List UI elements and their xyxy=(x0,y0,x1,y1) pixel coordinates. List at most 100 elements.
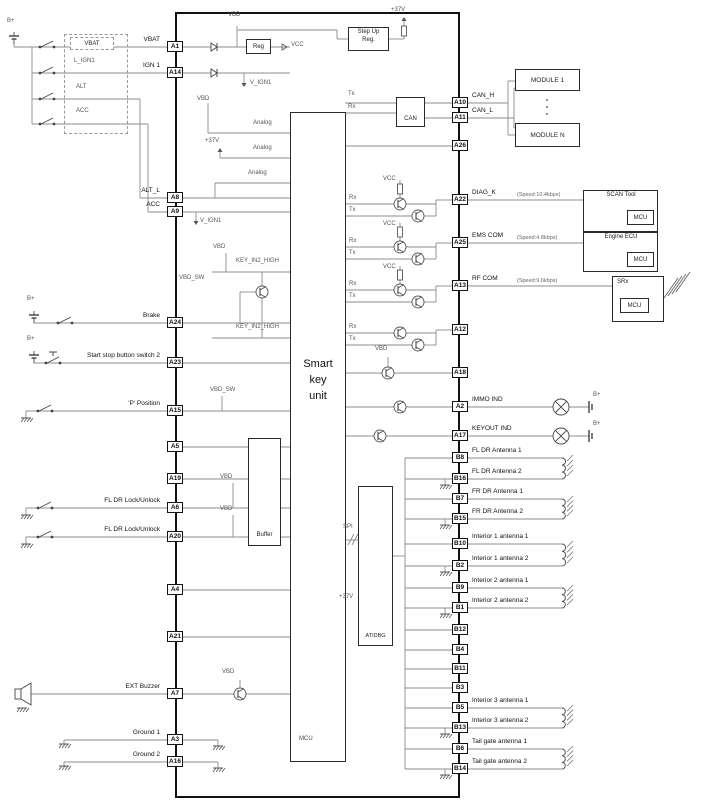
rx-label: Rx xyxy=(348,104,356,110)
scan-tool-label: SCAN Tool xyxy=(606,192,636,198)
analog-label: Analog xyxy=(253,120,272,126)
mcu-box: MCU xyxy=(627,210,654,225)
module-n-box: MODULE N xyxy=(515,123,580,147)
ground-icon xyxy=(439,571,453,577)
pin-B3: B3 xyxy=(452,682,468,693)
alt-label: ALT xyxy=(76,84,87,90)
srx-label: SRx xyxy=(617,279,629,285)
pin-B7: B7 xyxy=(452,493,468,504)
b-plus-label: B+ xyxy=(593,421,601,427)
pin-label-A7: EXT Buzzer xyxy=(125,683,160,690)
unit-mcu-label: MCU xyxy=(299,736,313,742)
transistor-icon xyxy=(393,283,407,297)
pin-A5: A5 xyxy=(167,441,183,452)
can-transceiver-box xyxy=(396,97,425,127)
pin-label-A8: ALT_L xyxy=(141,187,160,194)
pin-A25: A25 xyxy=(452,237,468,248)
step-up-label-1: Step Up xyxy=(357,29,380,35)
vbd-label: VBD xyxy=(213,244,226,250)
resistor-icon xyxy=(397,226,403,238)
vcc-label: VCC xyxy=(291,42,304,48)
l-ign1-label: L_IGN1 xyxy=(74,58,95,64)
speed-label-A13: (Speed:9.6kbps) xyxy=(517,278,558,284)
pin-A23: A23 xyxy=(167,357,183,368)
pin-B8: B8 xyxy=(452,452,468,463)
pin-A16: A16 xyxy=(167,756,183,767)
resistor-icon xyxy=(397,269,403,281)
switch-icon xyxy=(38,40,56,49)
antenna-coil-icon xyxy=(561,704,574,729)
pin-label-B9: Interior 2 antenna 1 xyxy=(472,577,529,584)
pin-label-A9: ACC xyxy=(146,201,160,208)
antenna-driver-label: ATIDBG xyxy=(365,633,386,639)
pin-label-B2: Interior 1 antenna 2 xyxy=(472,555,529,562)
ground-icon xyxy=(20,543,34,549)
transistor-icon xyxy=(233,687,247,701)
pin-A19: A19 xyxy=(167,473,183,484)
vbd-label: VBD xyxy=(220,506,233,512)
smart-key-unit-box xyxy=(290,112,346,762)
ground-icon xyxy=(20,514,34,520)
pin-A9: A9 xyxy=(167,206,183,217)
pin-label-B14: Tail gate antenna 2 xyxy=(472,758,527,765)
pin-A10: A10 xyxy=(452,97,468,108)
ground-icon xyxy=(439,613,453,619)
plus37v-label: +37V xyxy=(391,7,406,13)
transistor-icon xyxy=(411,209,425,223)
transistor-icon xyxy=(393,400,407,414)
pin-label-B1: Interior 2 antenna 2 xyxy=(472,597,529,604)
ground-icon xyxy=(58,765,72,771)
vbd-label: VBD xyxy=(220,474,233,480)
plus37v-label: +37V xyxy=(205,138,220,144)
pin-A24: A24 xyxy=(167,317,183,328)
pin-label-A10: CAN_H xyxy=(472,92,495,99)
pin-label-A6: FL DR Lock/Unlock xyxy=(104,497,160,504)
b-plus-label: B+ xyxy=(27,336,35,342)
vbd-label: VBD xyxy=(228,12,241,18)
unit-title-line: key xyxy=(309,374,327,386)
mcu-box: MCU xyxy=(627,252,654,267)
pin-A15: A15 xyxy=(167,405,183,416)
pin-label-B8: FL DR Antenna 1 xyxy=(472,447,522,454)
speaker-icon xyxy=(14,682,32,706)
rx-label: Rx xyxy=(349,238,357,244)
analog-label: Analog xyxy=(253,145,272,151)
antenna-coil-icon xyxy=(561,540,574,567)
pin-A3: A3 xyxy=(167,734,183,745)
pin-A17: A17 xyxy=(452,430,468,441)
plus37v-label: +37V xyxy=(339,594,354,600)
transistor-icon xyxy=(393,197,407,211)
transistor-icon xyxy=(393,326,407,340)
transistor-icon xyxy=(381,366,395,380)
engine-ecu-label: Engine ECU xyxy=(604,234,638,240)
battery-icon xyxy=(9,32,19,44)
arrow-icon xyxy=(241,83,247,87)
pin-B9: B9 xyxy=(452,582,468,593)
lamp-icon xyxy=(552,427,570,445)
step-up-label-2: Reg. xyxy=(362,37,375,43)
pin-label-A11: CAN_L xyxy=(472,107,493,114)
pin-A21: A21 xyxy=(167,631,183,642)
vbd-label: VBD xyxy=(222,669,235,675)
transistor-icon xyxy=(393,240,407,254)
vbd-sw-label: VBD_SW xyxy=(210,387,236,393)
buffer-box xyxy=(248,438,281,546)
pin-label-A20: FL DR Lock/Unlock xyxy=(104,526,160,533)
pin-B4: B4 xyxy=(452,644,468,655)
pin-B5: B5 xyxy=(452,702,468,713)
pin-label-B6: Tail gate antenna 1 xyxy=(472,738,527,745)
pin-label-B7: FR DR Antenna 1 xyxy=(472,488,523,495)
pin-label-A25: EMS COM xyxy=(472,232,504,239)
ground-icon xyxy=(20,417,34,423)
speed-label-A22: (Speed:10.4kbps) xyxy=(517,192,561,198)
pin-B2: B2 xyxy=(452,560,468,571)
pin-label-B15: FR DR Antenna 2 xyxy=(472,508,523,515)
pin-label-A23: Start stop button switch 2 xyxy=(87,352,160,359)
step-up-regulator-box xyxy=(348,27,389,51)
ground-icon xyxy=(439,774,453,780)
tx-label: Tx xyxy=(349,250,356,256)
ground-icon xyxy=(58,743,72,749)
arrow-icon xyxy=(281,43,288,51)
switch-icon xyxy=(44,356,62,365)
pin-A12: A12 xyxy=(452,324,468,335)
